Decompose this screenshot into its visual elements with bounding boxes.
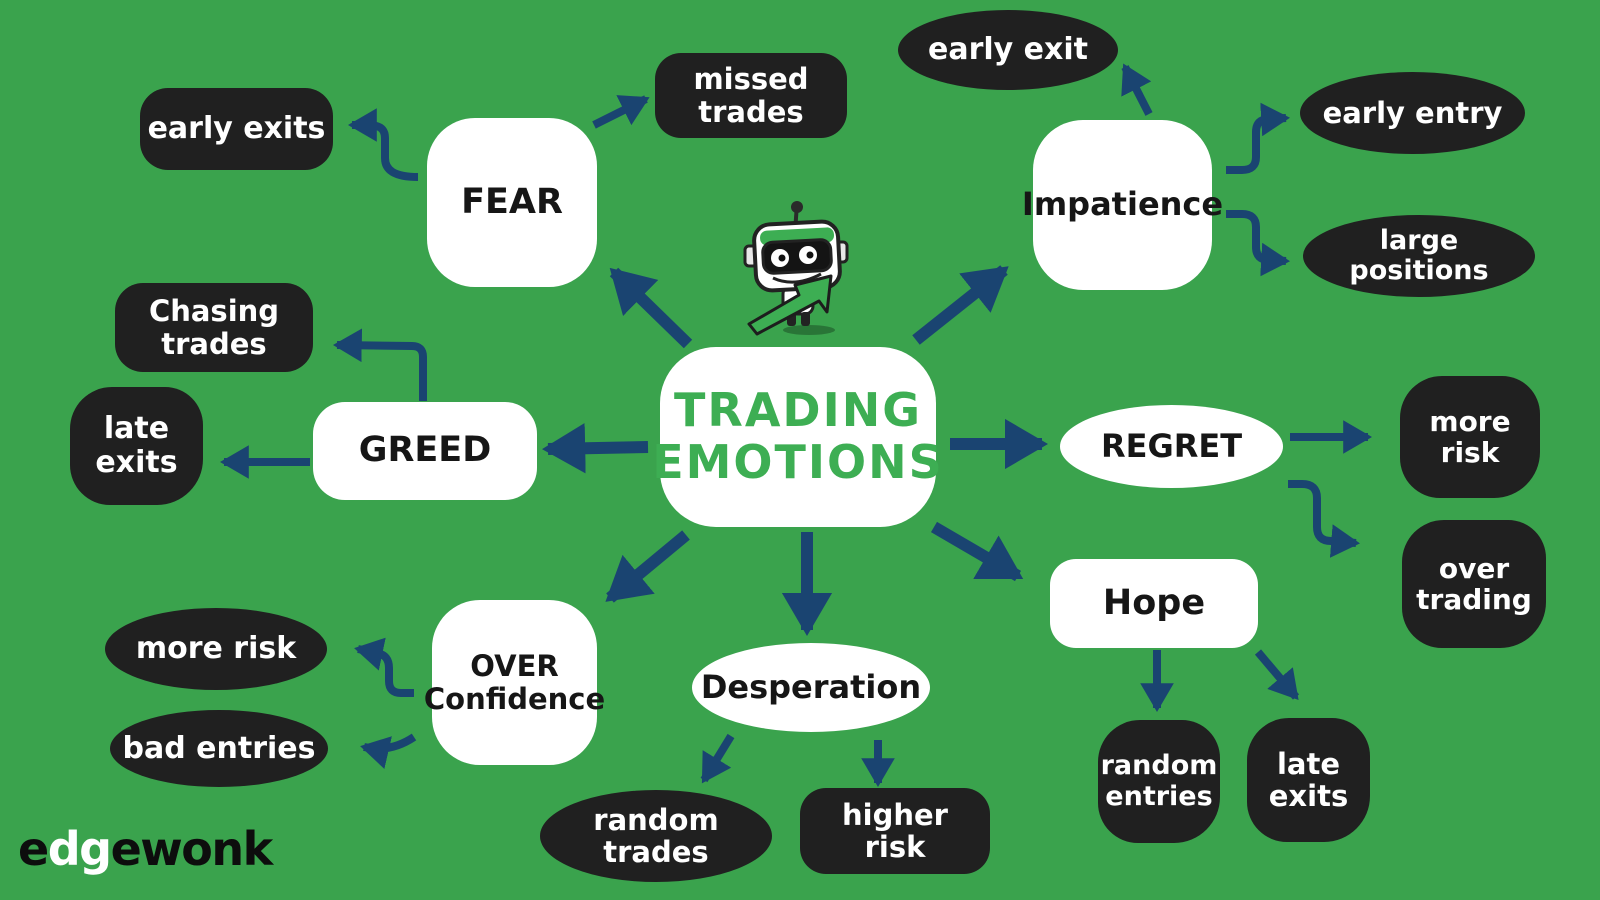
connector-hub-overconfidence <box>605 530 690 603</box>
node-regret: REGRET <box>1060 405 1283 488</box>
node-late-exits-right: late exits <box>1247 718 1370 842</box>
node-higher-risk-label: higher risk <box>842 797 948 864</box>
connector-hub-fear <box>609 267 693 349</box>
connector-hub-greed <box>542 423 649 474</box>
node-hope: Hope <box>1050 559 1258 648</box>
node-greed: GREED <box>313 402 537 500</box>
node-desperation: Desperation <box>692 643 930 732</box>
node-early-exits: early exits <box>140 88 333 170</box>
edgewonk-logo-seg1: e <box>18 822 49 876</box>
node-missed-trades: missed trades <box>655 53 847 138</box>
connector-fear-early-exits <box>347 108 419 181</box>
node-early-exits-label: early exits <box>147 111 326 147</box>
node-over-trading: over trading <box>1402 520 1546 648</box>
node-random-trades-label: random trades <box>593 802 719 869</box>
node-over-confidence: OVER Confidence <box>424 600 605 765</box>
node-more-risk-left: more risk <box>105 608 327 690</box>
connector-impatience-early-entry <box>1226 102 1290 174</box>
node-early-exit: early exit <box>898 10 1118 90</box>
node-fear: FEAR <box>427 118 597 287</box>
node-late-exits-right-label: late exits <box>1268 746 1349 813</box>
node-over-confidence-label: OVER Confidence <box>423 649 606 716</box>
node-random-entries: random entries <box>1098 720 1220 843</box>
node-fear-label: FEAR <box>461 181 563 222</box>
connector-regret-over-trading <box>1288 480 1360 558</box>
connector-impatience-early-exit <box>1121 63 1153 116</box>
node-random-trades: random trades <box>540 790 772 882</box>
node-early-entry-label: early entry <box>1322 95 1503 130</box>
node-desperation-label: Desperation <box>700 667 922 706</box>
connector-hub-hope <box>930 521 1024 582</box>
edgewonk-logo: edgewonk <box>18 822 274 876</box>
node-large-positions: large positions <box>1303 215 1535 297</box>
edgewonk-logo-seg3: ewonk <box>110 822 274 876</box>
node-bad-entries-label: bad entries <box>122 730 316 766</box>
node-missed-trades-label: missed trades <box>693 62 809 129</box>
node-chasing-trades-label: Chasing trades <box>148 294 280 361</box>
node-higher-risk: higher risk <box>800 788 990 874</box>
node-more-risk-right-label: more risk <box>1429 404 1511 469</box>
node-regret-label: REGRET <box>1100 426 1243 465</box>
connector-fear-missed-trades <box>592 95 650 129</box>
node-late-exits-left-label: late exits <box>95 411 178 480</box>
node-late-exits-left: late exits <box>70 387 203 505</box>
node-early-exit-label: early exit <box>928 32 1088 68</box>
node-greed-label: GREED <box>358 430 492 471</box>
node-more-risk-left-label: more risk <box>135 631 297 667</box>
connector-overconfidence-bad-entries <box>360 733 417 769</box>
node-random-entries-label: random entries <box>1100 750 1218 812</box>
node-impatience-label: Impatience <box>1021 185 1224 224</box>
connector-hub-impatience <box>912 265 1009 345</box>
edgewonk-logo-seg2: dg <box>47 822 112 876</box>
connector-desperation-random-trades <box>700 733 735 784</box>
connector-impatience-large-positions <box>1226 210 1290 277</box>
node-bad-entries: bad entries <box>110 710 328 787</box>
connector-hope-late-exits <box>1254 649 1300 701</box>
connector-greed-chasing-trades <box>333 328 427 401</box>
robot-mascot-icon <box>743 201 849 336</box>
node-hope-label: Hope <box>1102 582 1206 623</box>
node-large-positions-label: large positions <box>1349 224 1489 286</box>
node-impatience: Impatience <box>1022 120 1223 290</box>
node-more-risk-right: more risk <box>1400 376 1540 498</box>
node-early-entry: early entry <box>1300 72 1525 154</box>
connector-overconfidence-more-risk <box>354 637 414 697</box>
node-over-trading-label: over trading <box>1416 551 1532 616</box>
node-chasing-trades: Chasing trades <box>115 283 313 372</box>
